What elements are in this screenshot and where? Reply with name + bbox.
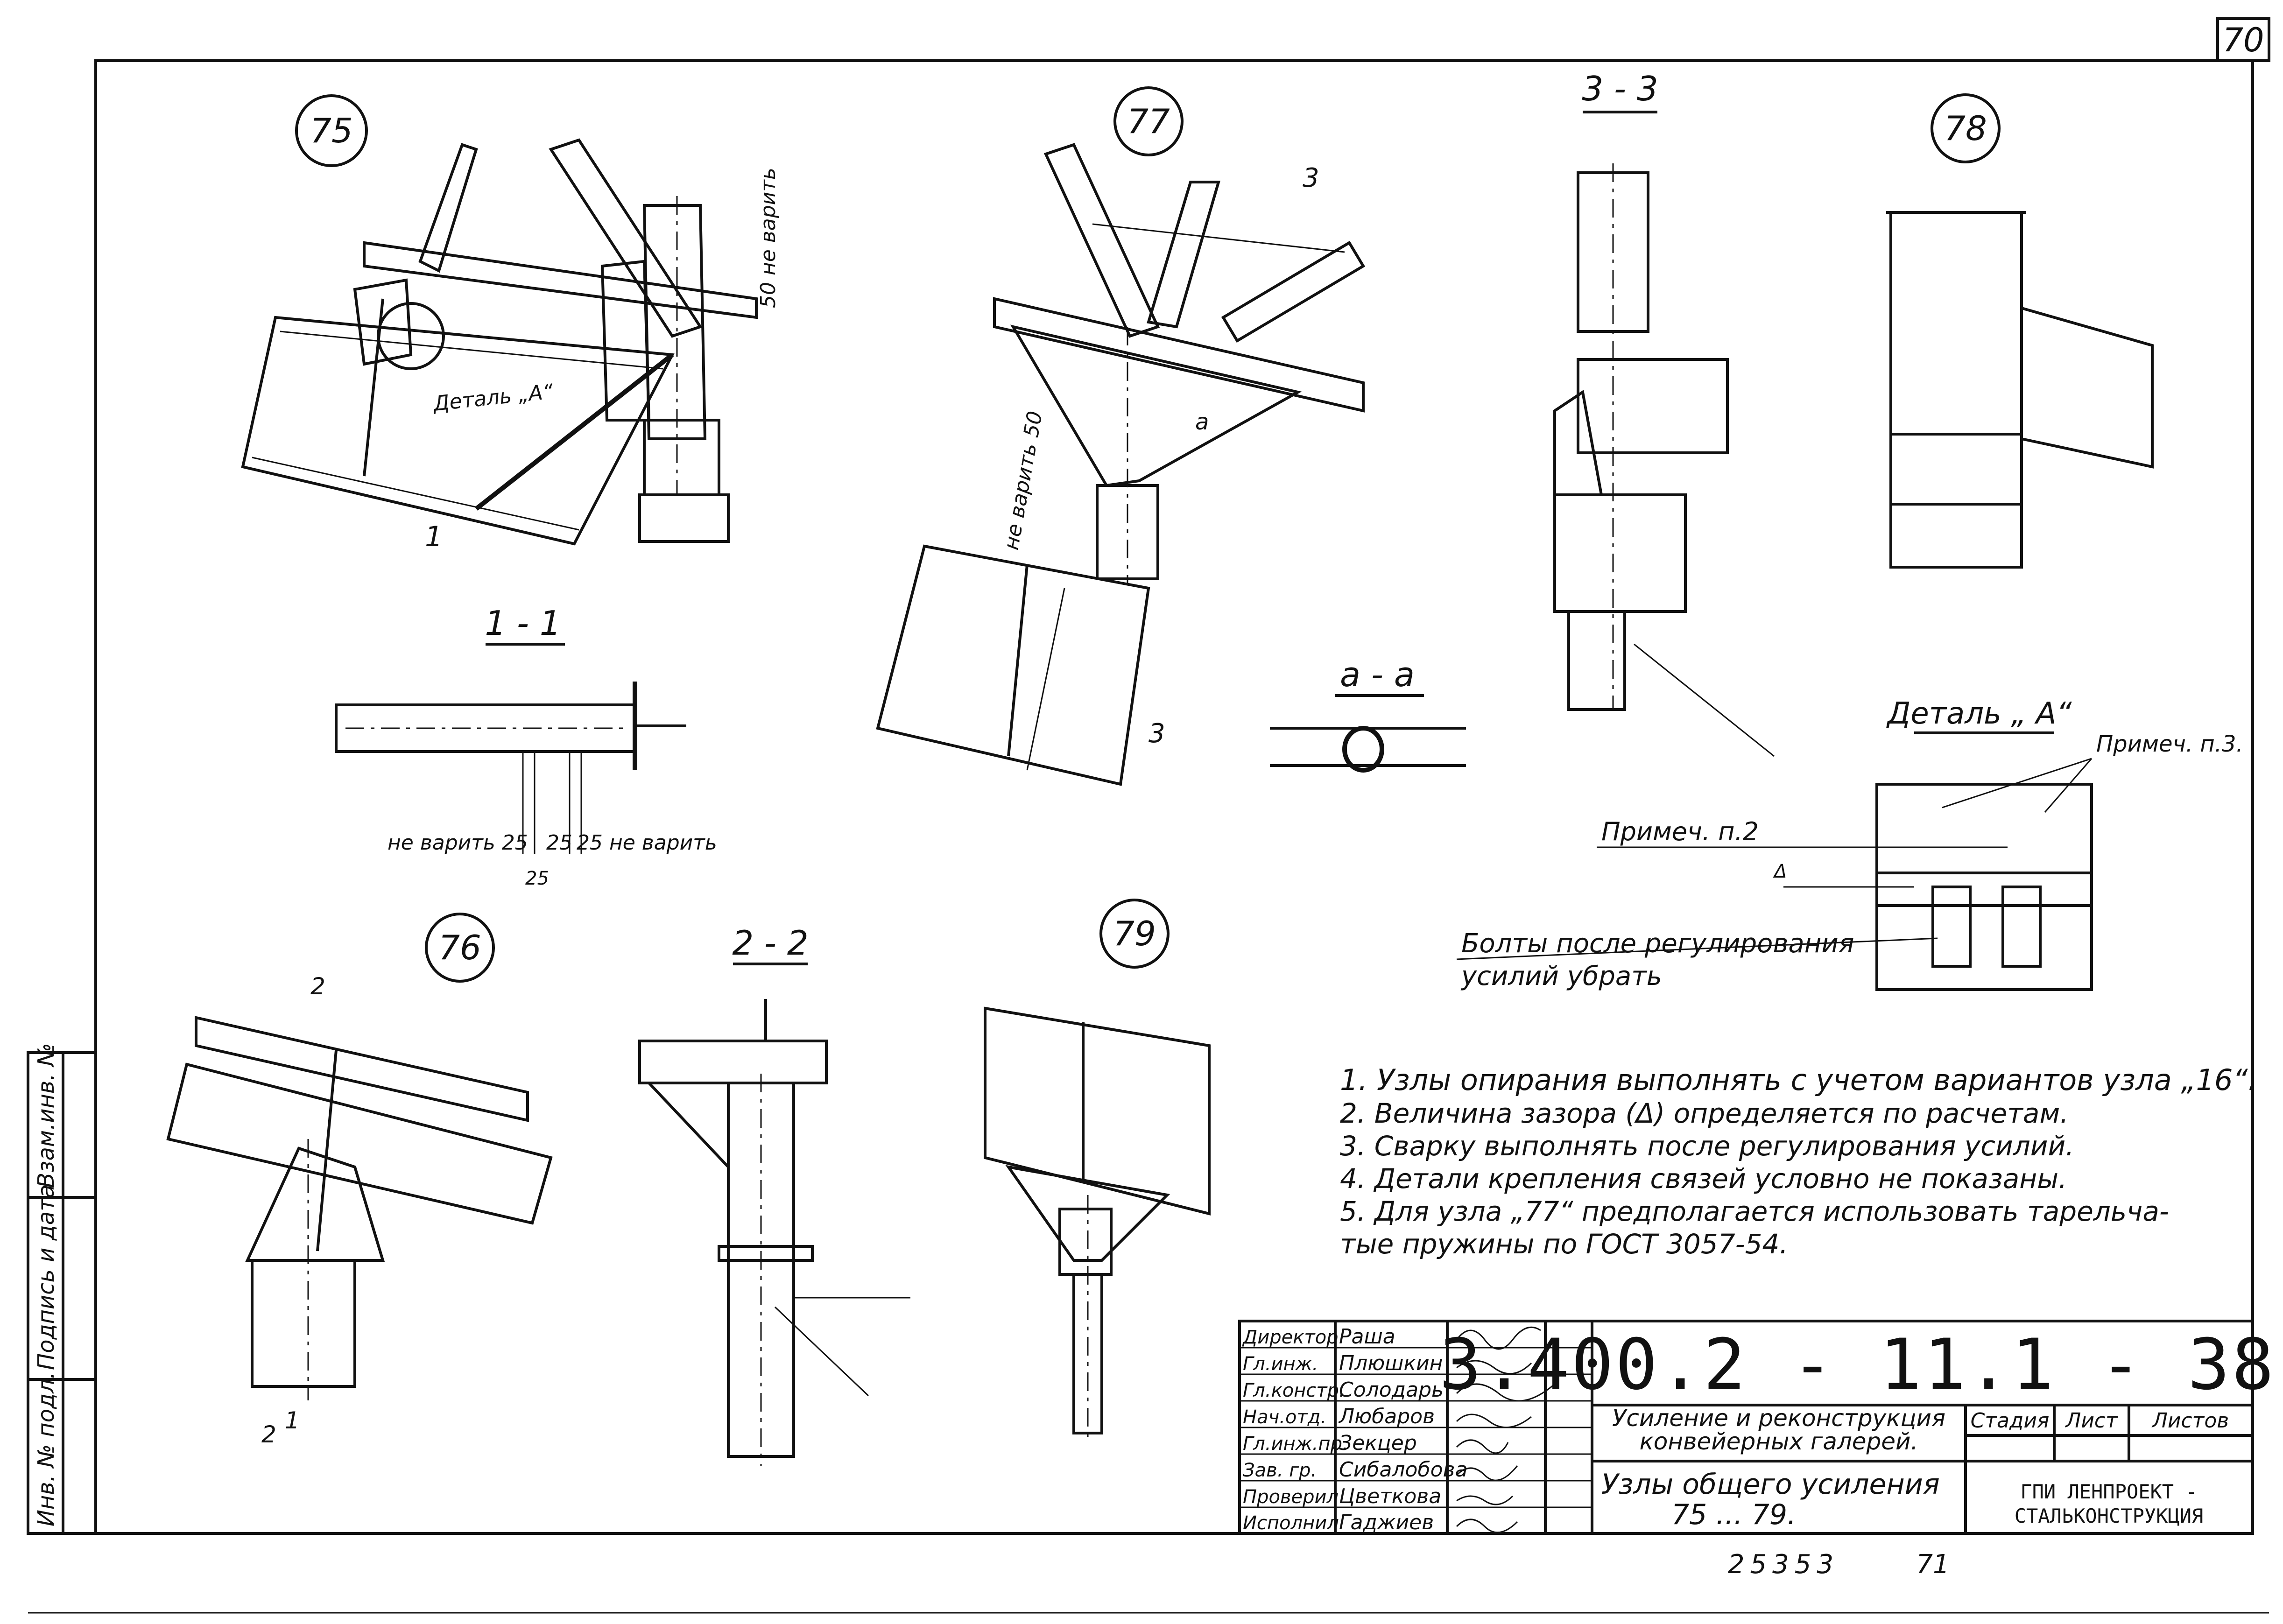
section-a-a: а - а [1270, 655, 1466, 773]
section-1-1-title: 1 - 1 [485, 604, 561, 643]
name-4: Зекцер [1339, 1431, 1417, 1455]
label-bolty-1: Болты после регулирования [1461, 928, 1854, 959]
section-3-3-title: 3 - 3 [1582, 69, 1658, 108]
section-2-2: 2 - 2 [638, 923, 910, 1466]
label-cut-1: 1 [425, 520, 443, 553]
label-ne-varit-50: 50 не варить [756, 168, 780, 308]
col-stage: Стадия [1971, 1409, 2050, 1433]
label-delta: Δ [1773, 861, 1787, 882]
role-5: Зав. гр. [1243, 1460, 1317, 1481]
role-1: Гл.инж. [1243, 1353, 1318, 1375]
note-4: 4. Детали крепления связей условно не по… [1340, 1163, 2067, 1195]
org-line-1: ГПИ ЛЕНПРОЕКТ - [2020, 1480, 2197, 1503]
role-2: Гл.констр. [1243, 1380, 1345, 1401]
signatures [1456, 1326, 1555, 1533]
label-ne-varit-50-77: не варить 50 [1000, 409, 1047, 552]
node-76-label: 76 [438, 928, 481, 967]
left-stamp: Взам.инв. № Подпись и дата Инв. № подл. [27, 1043, 97, 1535]
role-3: Нач.отд. [1243, 1406, 1326, 1428]
name-3: Любаров [1338, 1405, 1435, 1428]
note-3: 3. Сварку выполнять после регулирования … [1340, 1130, 2074, 1162]
node-79: 79 [984, 899, 1211, 1438]
sheet-number: 70 [2222, 21, 2264, 59]
title-block: 3.400.2 - 11.1 - 38.КМ Директор Гл.инж. … [1238, 1320, 2283, 1535]
name-6: Цветкова [1339, 1484, 1441, 1508]
node-78: 78 [1886, 93, 2154, 569]
name-2: Солодарь [1339, 1378, 1444, 1402]
name-5: Сибалобова [1339, 1458, 1467, 1482]
label-dim-25a: 25 [546, 831, 572, 855]
section-1-1: 1 - 1 не варить 25 25 25 не варить 25 [335, 604, 717, 889]
stamp-podpis-data: Подпись и дата [33, 1184, 59, 1370]
role-7: Исполнил [1243, 1512, 1339, 1534]
node-75: 75 Деталь „А“ 50 не варить 1 [241, 94, 780, 553]
note-2: 2. Величина зазора (Δ) определяется по р… [1340, 1097, 2069, 1129]
title-line-1: Усиление и реконструкция [1612, 1405, 1945, 1432]
label-dim-25b: 25 не варить [577, 831, 717, 855]
stamp-vzam-inv: Взам.инв. № [33, 1043, 59, 1188]
col-sheets: Листов [2151, 1409, 2229, 1433]
subtitle-line-1: Узлы общего усиления [1601, 1468, 1940, 1501]
role-6: Проверил [1243, 1486, 1339, 1508]
bottom-stamp: 25353 [1728, 1549, 1839, 1580]
node-77-label: 77 [1127, 102, 1170, 141]
node-76: 76 2 2 1 [166, 913, 553, 1448]
sheet-frame: 70 25353 71 [28, 17, 2270, 1614]
label-detail-a-ref: Деталь „А“ [431, 380, 555, 416]
section-a-a-title: а - а [1340, 655, 1415, 694]
title-line-2: конвейерных галерей. [1640, 1428, 1918, 1455]
label-primech-3: Примеч. п.3. [2096, 731, 2243, 757]
col-sheet: Лист [2065, 1409, 2118, 1433]
note-1: 1. Узлы опирания выполнять с учетом вари… [1340, 1063, 2257, 1097]
label-a-77: а [1195, 409, 1209, 435]
section-2-2-title: 2 - 2 [732, 923, 808, 963]
label-cut-2-76-bottom: 2 [261, 1421, 276, 1448]
note-5-cont: тые пружины по ГОСТ 3057-54. [1340, 1228, 1788, 1260]
note-5: 5. Для узла „77“ предполагается использо… [1340, 1195, 2169, 1227]
name-0: Раша [1339, 1325, 1395, 1349]
node-79-label: 79 [1113, 914, 1156, 953]
detail-a: Деталь „ А“ Δ Примеч. п.2 Примеч. п.3. Б… [1456, 696, 2243, 991]
label-cut-3-top: 3 [1303, 163, 1319, 193]
role-0: Директор [1242, 1327, 1339, 1348]
stamp-inv-podl: Инв. № подл. [33, 1372, 59, 1526]
subtitle-line-2: 75 ... 79. [1671, 1498, 1796, 1531]
bottom-page: 71 [1916, 1549, 1949, 1580]
label-cut-1-76: 1 [285, 1407, 300, 1434]
section-3-3: 3 - 3 [1553, 69, 1775, 757]
label-primech-2: Примеч. п.2 [1601, 817, 1759, 846]
label-cut-2-76: 2 [310, 973, 325, 1000]
node-77: 77 не варить 50 3 3 а [876, 86, 1366, 786]
node-78-label: 78 [1944, 109, 1987, 148]
org-line-2: СТАЛЬКОНСТРУКЦИЯ [2015, 1504, 2204, 1527]
label-ne-varit-25: не варить 25 [388, 831, 528, 855]
notes: 1. Узлы опирания выполнять с учетом вари… [1340, 1063, 2257, 1260]
role-4: Гл.инж.пр. [1243, 1433, 1348, 1455]
label-cut-3-bottom: 3 [1149, 718, 1165, 749]
title-code: 3.400.2 - 11.1 - 38.КМ [1439, 1324, 2283, 1406]
label-bolty-2: усилий убрать [1460, 961, 1662, 991]
name-1: Плюшкин [1339, 1351, 1443, 1375]
label-dim-25c: 25 [525, 868, 549, 889]
detail-a-title: Деталь „ А“ [1886, 696, 2072, 731]
node-75-label: 75 [310, 111, 353, 150]
name-7: Гаджиев [1339, 1511, 1434, 1534]
